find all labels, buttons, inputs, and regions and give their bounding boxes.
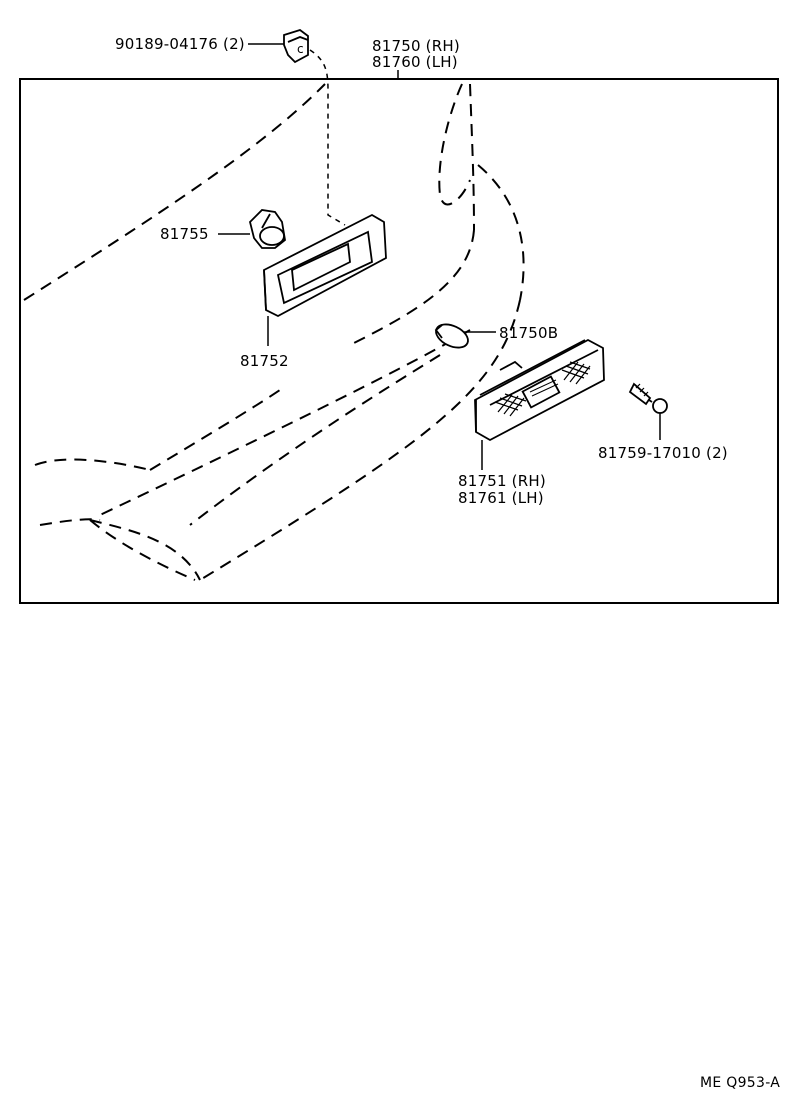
bulb-label: 81750B: [499, 324, 559, 342]
socket-part: [249, 209, 286, 249]
lamp-assy-lh-label: 81760 (LH): [372, 53, 458, 71]
svg-text:c: c: [297, 42, 304, 56]
lamp-assy-rh-label: 81750 (RH): [372, 37, 460, 55]
gasket-label: 81752: [240, 352, 289, 370]
diagram-frame: [19, 78, 779, 604]
lens-lh-label: 81761 (LH): [458, 489, 544, 507]
reference-code: ME Q953-A: [700, 1075, 781, 1091]
lens-part: [474, 338, 605, 442]
socket-label: 81755: [160, 225, 209, 243]
screw-part: [628, 382, 668, 414]
gasket-part: [263, 213, 387, 318]
screw-label: 81759-17010 (2): [598, 444, 728, 462]
bulb-part: [434, 323, 469, 349]
vehicle-body-outline: [23, 49, 525, 581]
clip-label: 90189-04176 (2): [115, 35, 245, 53]
lens-rh-label: 81751 (RH): [458, 472, 546, 490]
clip-part: c: [283, 29, 309, 64]
